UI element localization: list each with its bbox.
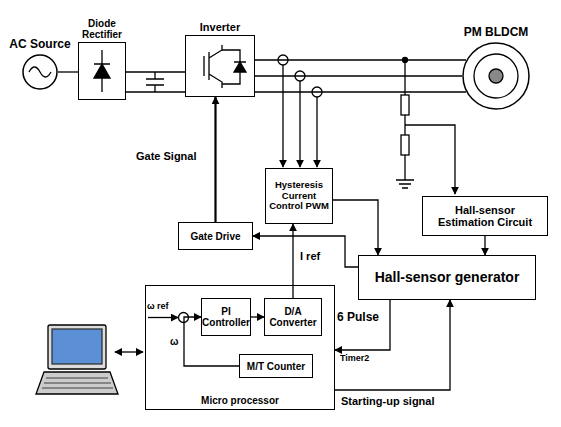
node-label: Diode Rectifier (71, 18, 133, 40)
node-label: Micro processor (146, 395, 334, 406)
signal-arrow (251, 316, 264, 317)
process-box: Gate Drive (178, 222, 253, 250)
motor-wire (255, 60, 466, 92)
node-label: PI Controller (199, 304, 253, 330)
circle-outline (463, 43, 529, 109)
signal-label: 6 Pulse (336, 311, 380, 324)
rectifier-box: Diode Rectifier (78, 42, 126, 100)
process-box: Hall-sensor generator (358, 255, 536, 300)
signal-label: Gate Signal (135, 150, 198, 162)
node-label: Inverter (180, 21, 260, 33)
power-wire (126, 71, 185, 72)
node-label: Hall-sensor generator (372, 268, 523, 287)
signal-arrow (484, 236, 485, 255)
process-box: M/T Counter (239, 354, 313, 378)
process-box: Hysteresis Current Control PWM (265, 168, 333, 224)
capacitor-symbol (146, 72, 164, 92)
inverter-box: Inverter (185, 35, 255, 97)
node-label: Hall-sensor Estimation Circuit (423, 202, 547, 230)
signal-label: I ref (299, 250, 321, 262)
process-box: Hall-sensor Estimation Circuit (422, 196, 548, 236)
signal-name: ω ref (146, 302, 170, 312)
diode-symbol (94, 50, 110, 92)
processor-box: PI Controller D/A ConverterM/T CounterMic… (145, 285, 335, 410)
motor-shaft (489, 69, 503, 83)
signal-arrow (335, 300, 450, 390)
signal-label: Starting-up signal (340, 395, 436, 407)
laptop-icon (36, 325, 118, 394)
signal-arrow (335, 300, 390, 350)
resistor-divider (396, 58, 455, 195)
motor-rotor (474, 54, 518, 98)
process-box: PI Controller (201, 298, 251, 336)
current-sensor (278, 55, 322, 167)
signal-name: ω (169, 336, 179, 347)
process-box: D/A Converter (264, 298, 322, 336)
circle-outline (23, 55, 57, 89)
sine-symbol (29, 67, 51, 77)
power-wire (58, 71, 78, 72)
node-label: PM BLDCM (451, 26, 541, 39)
signal-arrow (253, 236, 358, 267)
signal-arrow (214, 97, 216, 222)
power-wire (255, 75, 462, 76)
node-label: Gate Drive (187, 229, 243, 244)
signal-arrow (333, 200, 378, 255)
circle-outline (22, 54, 58, 90)
circle-outline (462, 42, 530, 110)
node-label: AC Source (0, 38, 85, 51)
node-label: D/A Converter (265, 304, 321, 330)
signal-arrow (292, 224, 293, 298)
ac-source: AC Source (22, 54, 58, 90)
node-label: Hysteresis Current Control PWM (266, 178, 332, 213)
signal-name: Timer2 (339, 354, 370, 364)
motor-circle: PM BLDCM (462, 42, 530, 110)
link-arrow (115, 351, 143, 352)
reference-arrow (148, 317, 178, 318)
igbt-symbol (204, 45, 246, 88)
node-label: M/T Counter (244, 359, 308, 374)
